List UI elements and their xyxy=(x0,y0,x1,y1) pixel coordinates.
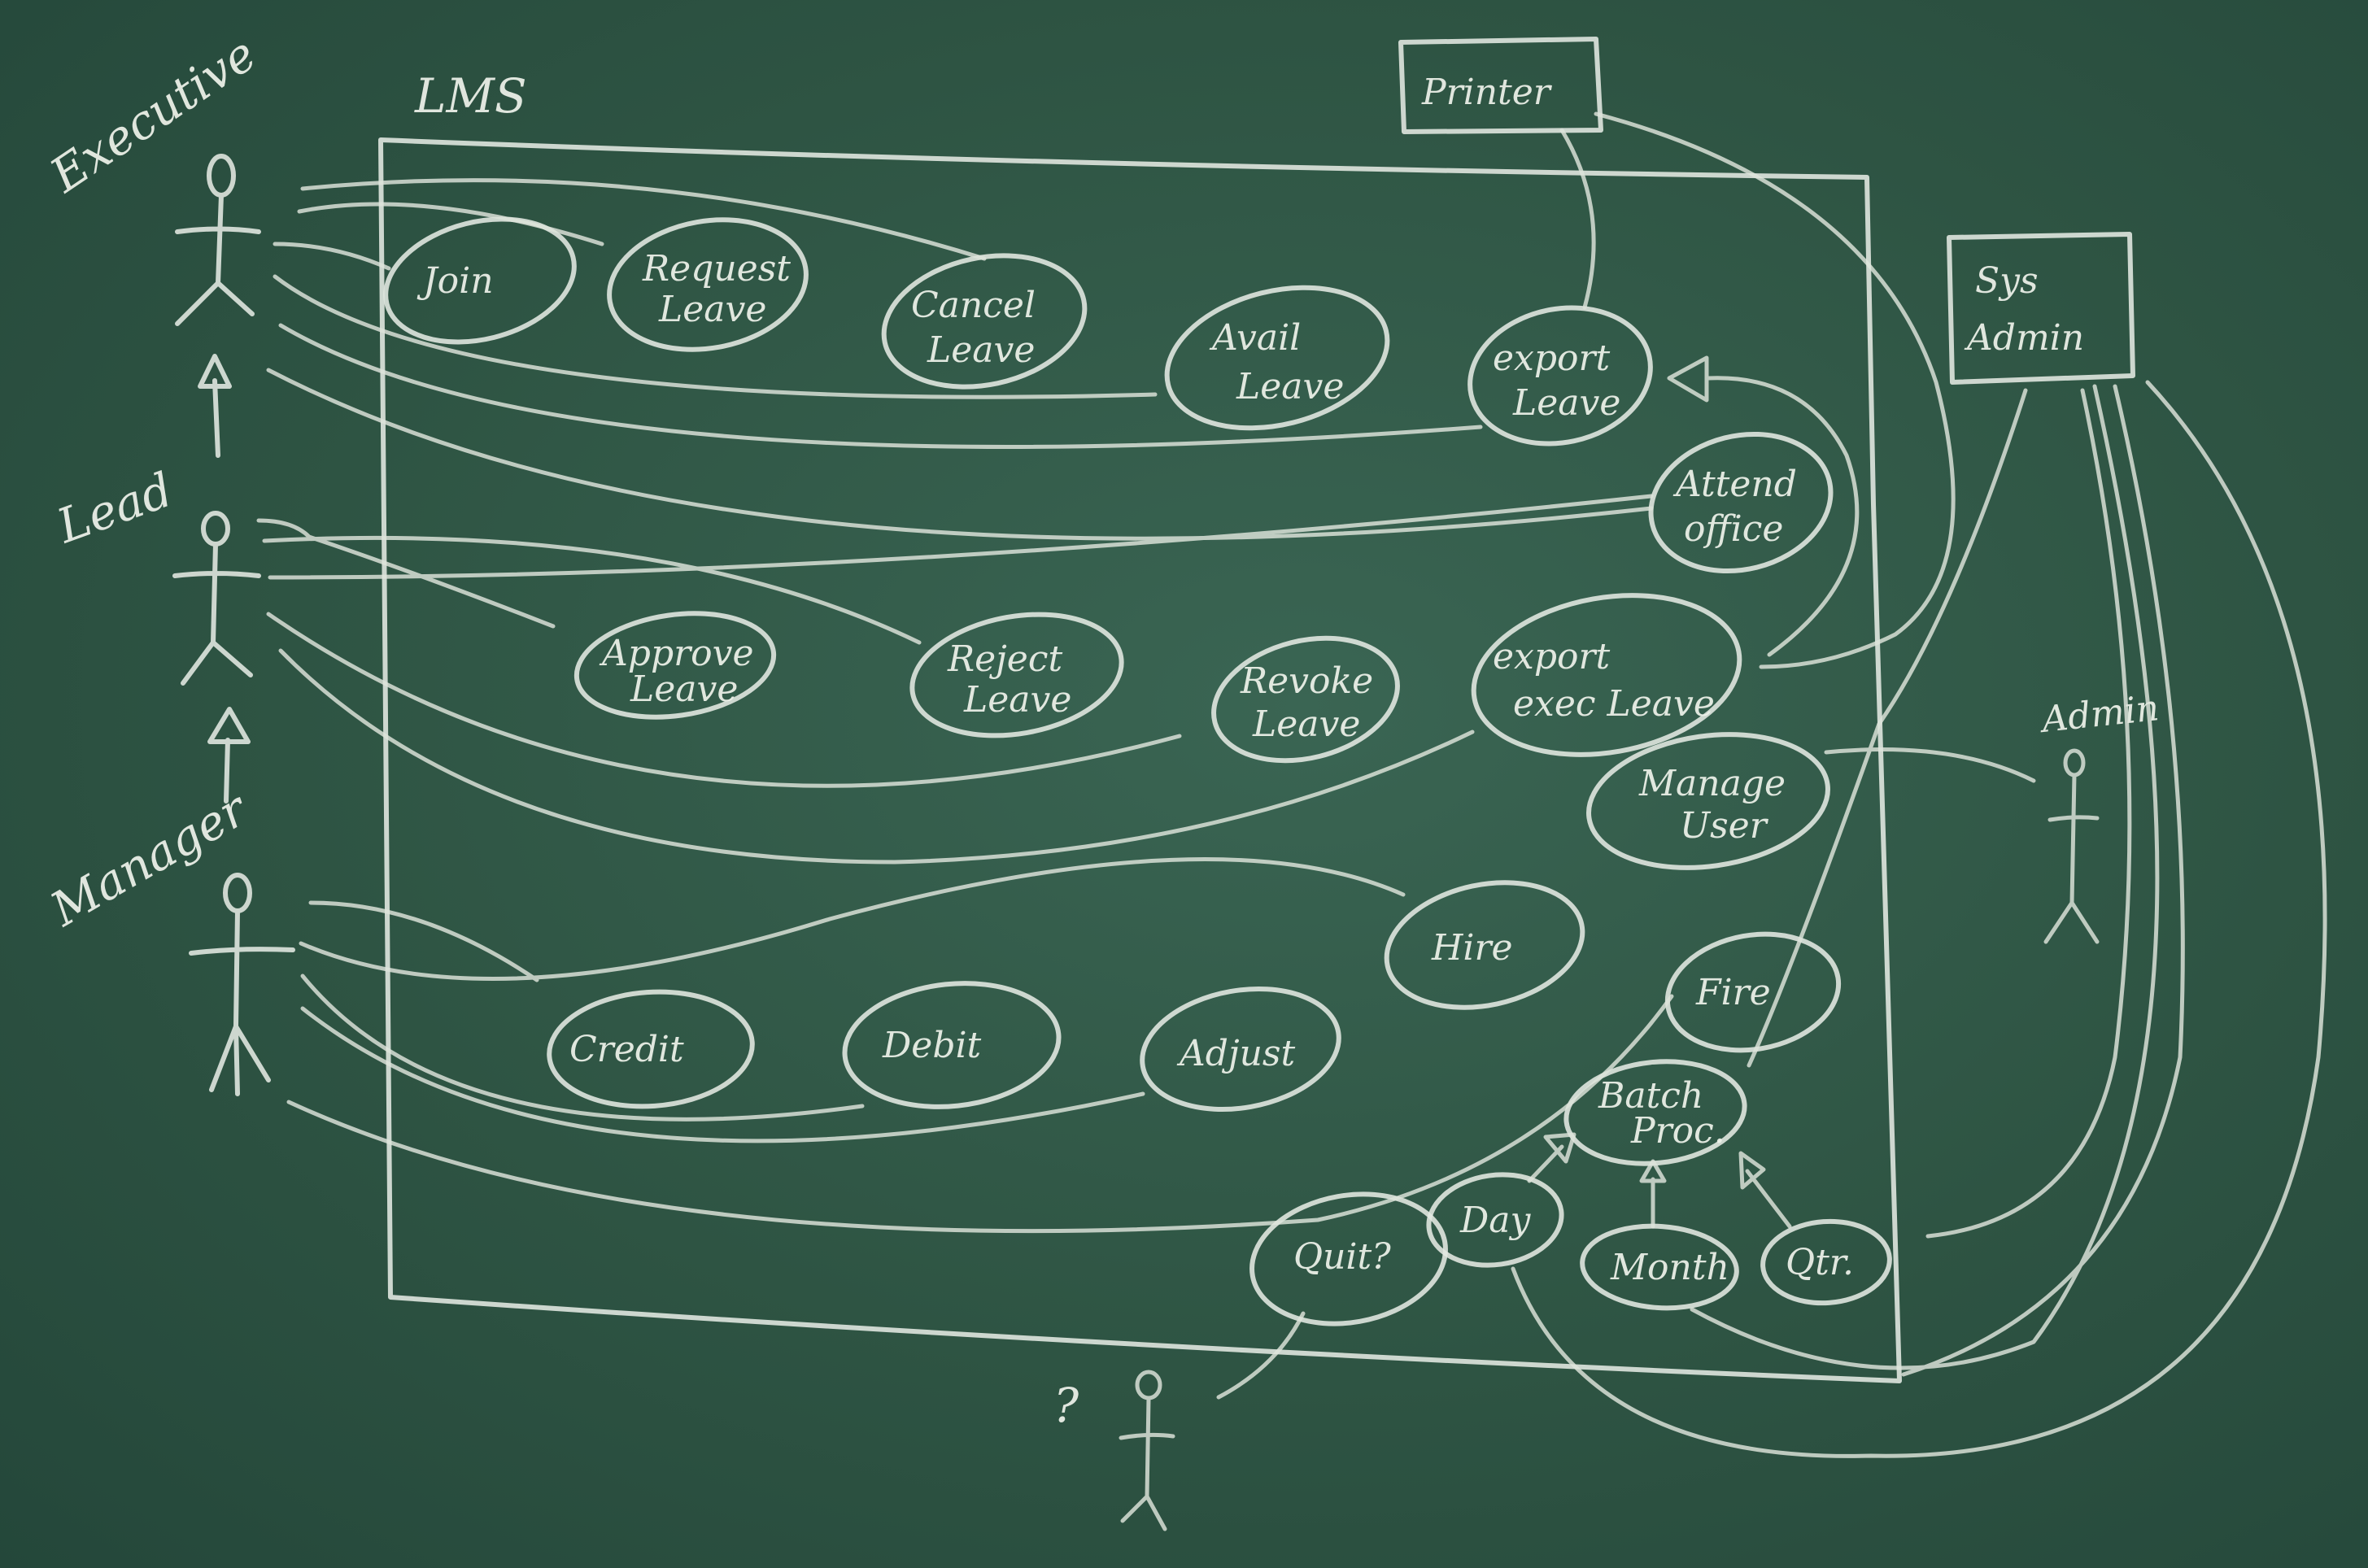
request-leave-label-1: Request xyxy=(642,248,791,290)
actor-manager[interactable]: Manager xyxy=(41,780,295,1096)
use-case-reject-leave[interactable]: Reject Leave xyxy=(902,599,1131,751)
manage-user-label-1: Manage xyxy=(1638,763,1786,804)
avail-leave-label-1: Avail xyxy=(1209,317,1301,359)
use-case-day[interactable]: Day xyxy=(1423,1166,1568,1274)
revoke-leave-label-1: Revoke xyxy=(1240,660,1373,702)
executive-stick-figure xyxy=(175,154,261,326)
request-leave-label-2: Leave xyxy=(658,289,766,330)
unknown-stick-figure xyxy=(1119,1370,1175,1531)
attend-office-label-1: Attend xyxy=(1672,464,1797,505)
batch-proc-label-2: Proc. xyxy=(1630,1110,1725,1152)
use-case-cancel-leave[interactable]: Cancel Leave xyxy=(872,238,1097,405)
approve-leave-label-2: Leave xyxy=(630,669,738,710)
day-label: Day xyxy=(1459,1200,1532,1241)
use-case-revoke-leave[interactable]: Revoke Leave xyxy=(1201,620,1411,778)
system-name: LMS xyxy=(414,68,527,124)
manage-user-label-2: User xyxy=(1680,805,1769,847)
reject-leave-label-1: Reject xyxy=(947,638,1062,680)
cancel-leave-label-2: Leave xyxy=(927,329,1035,371)
generalization-manager-lead xyxy=(207,707,251,804)
printer-label: Printer xyxy=(1421,72,1553,113)
generalization-lead-executive xyxy=(198,354,232,458)
actor-admin-label: Admin xyxy=(2037,687,2161,741)
avail-leave-label-2: Leave xyxy=(1236,366,1344,407)
system-boundary xyxy=(378,137,1902,1383)
generalization-export-exec-to-export xyxy=(1667,355,1860,657)
actor-manager-label: Manager xyxy=(41,780,258,938)
cancel-leave-label-1: Cancel xyxy=(911,285,1036,326)
use-case-month[interactable]: Month xyxy=(1580,1221,1740,1313)
approve-leave-label-1: Approve xyxy=(599,633,754,674)
actor-lead-label: Lead xyxy=(50,462,180,555)
lead-stick-figure xyxy=(172,511,261,686)
adjust-label: Adjust xyxy=(1176,1033,1296,1074)
use-case-manage-user[interactable]: Manage User xyxy=(1580,720,1836,882)
actor-lead[interactable]: Lead xyxy=(50,462,261,686)
export-leave-label-1: export xyxy=(1493,338,1611,379)
debit-label: Debit xyxy=(882,1025,982,1066)
use-case-adjust[interactable]: Adjust xyxy=(1132,974,1348,1124)
use-case-debit[interactable]: Debit xyxy=(839,973,1065,1117)
use-case-attend-office[interactable]: Attend office xyxy=(1636,416,1845,589)
use-case-quit[interactable]: Quit? xyxy=(1241,1179,1455,1338)
revoke-leave-label-2: Leave xyxy=(1252,703,1360,745)
sysadmin-label-line1: Sys xyxy=(1975,260,2039,302)
credit-label: Credit xyxy=(569,1029,684,1070)
use-case-export-exec-leave[interactable]: export exec Leave xyxy=(1461,576,1752,774)
manager-stick-figure xyxy=(189,873,295,1096)
use-case-export-leave[interactable]: export Leave xyxy=(1457,292,1663,460)
printer-box[interactable]: Printer xyxy=(1398,37,1603,134)
export-exec-leave-label-2: exec Leave xyxy=(1513,683,1715,725)
join-label: Join xyxy=(416,260,494,302)
admin-stick-figure xyxy=(2043,748,2100,944)
month-label: Month xyxy=(1610,1247,1729,1288)
actor-executive[interactable]: Executive xyxy=(40,26,266,326)
fire-label: Fire xyxy=(1695,972,1771,1013)
use-case-credit[interactable]: Credit xyxy=(545,985,756,1113)
use-case-qtr[interactable]: Qtr. xyxy=(1760,1217,1893,1308)
batch-proc-label-1: Batch xyxy=(1598,1075,1703,1117)
actor-unknown[interactable]: ? xyxy=(1053,1370,1175,1531)
use-case-hire[interactable]: Hire xyxy=(1375,865,1594,1024)
actor-admin[interactable]: Admin xyxy=(2037,687,2161,944)
use-case-fire[interactable]: Fire xyxy=(1658,921,1847,1064)
use-case-avail-leave[interactable]: Avail Leave xyxy=(1152,266,1402,450)
actor-unknown-label: ? xyxy=(1053,1378,1079,1433)
quit-label: Quit? xyxy=(1293,1236,1391,1278)
association-lines xyxy=(256,111,2327,1458)
qtr-label: Qtr. xyxy=(1786,1242,1854,1283)
use-case-approve-leave[interactable]: Approve Leave xyxy=(570,602,781,730)
batch-generalization-arrows xyxy=(1527,1132,1792,1229)
reject-leave-label-2: Leave xyxy=(963,679,1071,721)
attend-office-label-2: office xyxy=(1684,508,1783,550)
hire-label: Hire xyxy=(1431,927,1513,969)
use-case-join[interactable]: Join xyxy=(373,201,587,361)
sysadmin-label-line2: Admin xyxy=(1964,317,2084,359)
use-case-batch-proc[interactable]: Batch Proc. xyxy=(1561,1053,1750,1172)
use-case-request-leave[interactable]: Request Leave xyxy=(599,205,816,364)
sysadmin-box[interactable]: Sys Admin xyxy=(1947,232,2135,385)
export-exec-leave-label-1: export xyxy=(1493,636,1611,677)
export-leave-label-2: Leave xyxy=(1512,382,1620,424)
